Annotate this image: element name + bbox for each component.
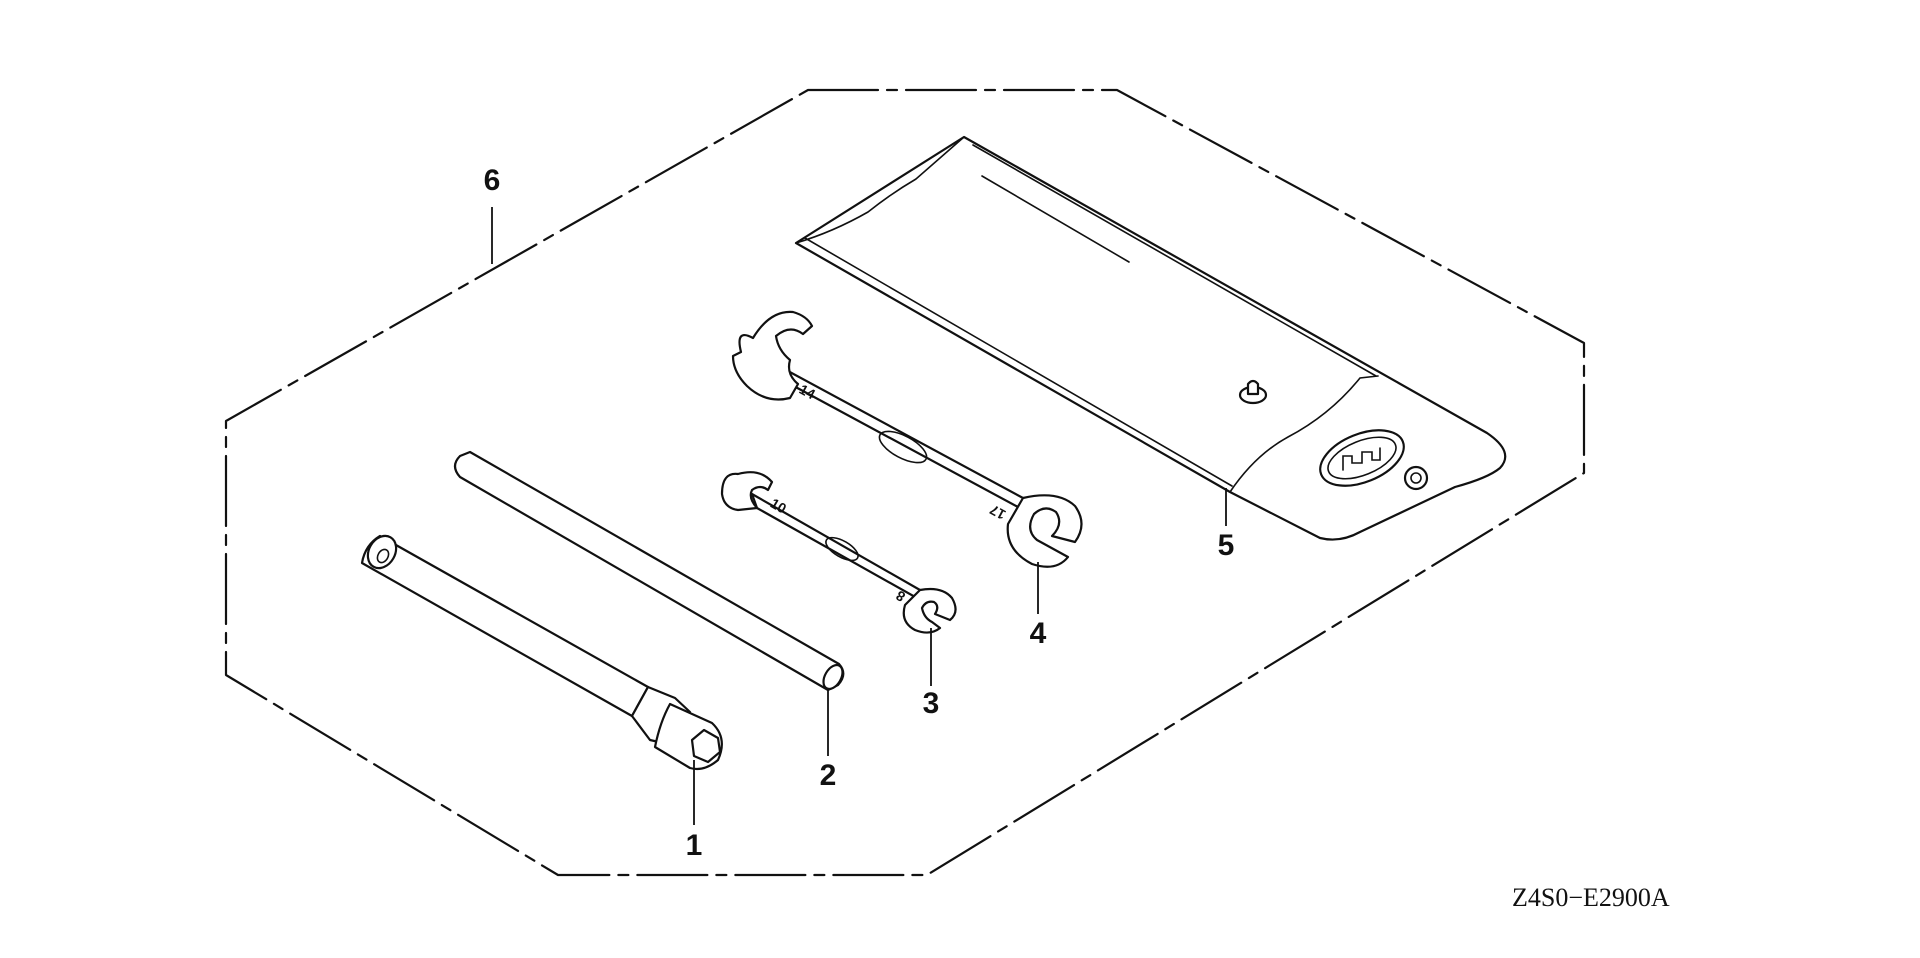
snap-button [1403, 465, 1429, 491]
box-wrench [360, 534, 723, 771]
tool-bag [794, 135, 1507, 541]
callout-2: 2 [820, 759, 837, 792]
callout-4: 4 [1030, 617, 1047, 650]
small-open-end-wrench: 10 8 [720, 471, 957, 634]
svg-text:10: 10 [768, 495, 790, 517]
handle-bar [453, 450, 845, 692]
callout-1: 1 [686, 829, 703, 862]
svg-text:17: 17 [987, 502, 1008, 524]
diagram-code: Z4S0−E2900A [1512, 883, 1670, 912]
callout-5: 5 [1218, 529, 1235, 562]
large-open-end-wrench: 14 17 [731, 310, 1083, 568]
callout-6: 6 [484, 164, 501, 197]
svg-text:14: 14 [797, 381, 818, 403]
callout-3: 3 [923, 687, 940, 720]
assembly-boundary [224, 88, 1586, 877]
